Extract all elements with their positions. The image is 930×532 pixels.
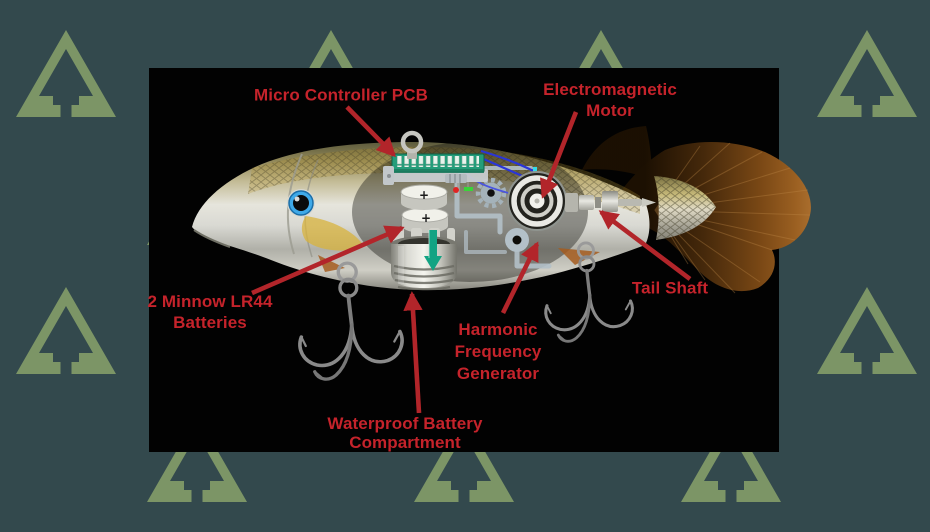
- arrow-battery-compartment: [403, 291, 423, 414]
- arrow-tail-shaft: [598, 210, 692, 281]
- coin-cell-batteries: + +: [400, 184, 449, 233]
- label-waterproof-battery-compartment: Waterproof Battery Compartment: [327, 414, 482, 452]
- label-line: Harmonic: [458, 320, 538, 339]
- label-line: 2 Minnow LR44: [147, 292, 273, 311]
- coin-cell-bottom: +: [401, 207, 449, 233]
- label-line: Tail Shaft: [631, 278, 709, 298]
- label-line: Compartment: [349, 433, 461, 452]
- mouth-line: [193, 229, 231, 248]
- electromagnetic-motor-part: [507, 171, 567, 231]
- label-line: Frequency: [454, 342, 542, 361]
- battery-compartment-part: [391, 228, 457, 291]
- svg-text:+: +: [419, 188, 429, 202]
- label-micro-controller-pcb: Micro Controller PCB: [254, 85, 428, 106]
- label-line: Waterproof Battery: [327, 414, 483, 433]
- pectoral-fin: [301, 216, 364, 251]
- label-harmonic-frequency-generator: Harmonic Frequency Generator: [455, 319, 542, 385]
- arrow-micro-controller-pcb: [345, 105, 397, 158]
- label-line: Micro Controller PCB: [254, 85, 428, 105]
- label-line: Batteries: [173, 313, 247, 332]
- micro-controller-pcb-part: [383, 153, 488, 185]
- anal-fin: [558, 248, 600, 265]
- eye: [287, 189, 315, 217]
- body-scales: [248, 147, 640, 214]
- label-line: Motor: [586, 101, 634, 120]
- gear-icon: [475, 177, 507, 209]
- arrow-harmonic-generator: [500, 241, 540, 315]
- label-electromagnetic-motor: Electromagnetic Motor: [543, 79, 677, 121]
- label-minnow-lr44-batteries: 2 Minnow LR44 Batteries: [147, 291, 272, 333]
- line-tie-eyelet: [400, 130, 424, 159]
- head-details: [193, 153, 364, 258]
- coin-cell-top: +: [400, 184, 448, 210]
- circuit-traces: [454, 166, 552, 269]
- dorsal-fin: [582, 126, 652, 180]
- screw-threads: [393, 264, 455, 291]
- label-line: Electromagnetic: [543, 80, 677, 99]
- svg-text:+: +: [421, 211, 431, 225]
- arrow-electromagnetic-motor: [540, 111, 579, 199]
- circuit-node: [505, 228, 529, 252]
- label-line: Generator: [456, 364, 540, 383]
- insert-arrow-icon: [424, 230, 442, 271]
- tail-shaft-assembly: [565, 191, 656, 212]
- annotation-arrows: [251, 105, 692, 414]
- tail-stub: [654, 176, 716, 240]
- label-tail-shaft: Tail Shaft: [632, 278, 708, 299]
- arrow-minnow-batteries: [251, 225, 405, 296]
